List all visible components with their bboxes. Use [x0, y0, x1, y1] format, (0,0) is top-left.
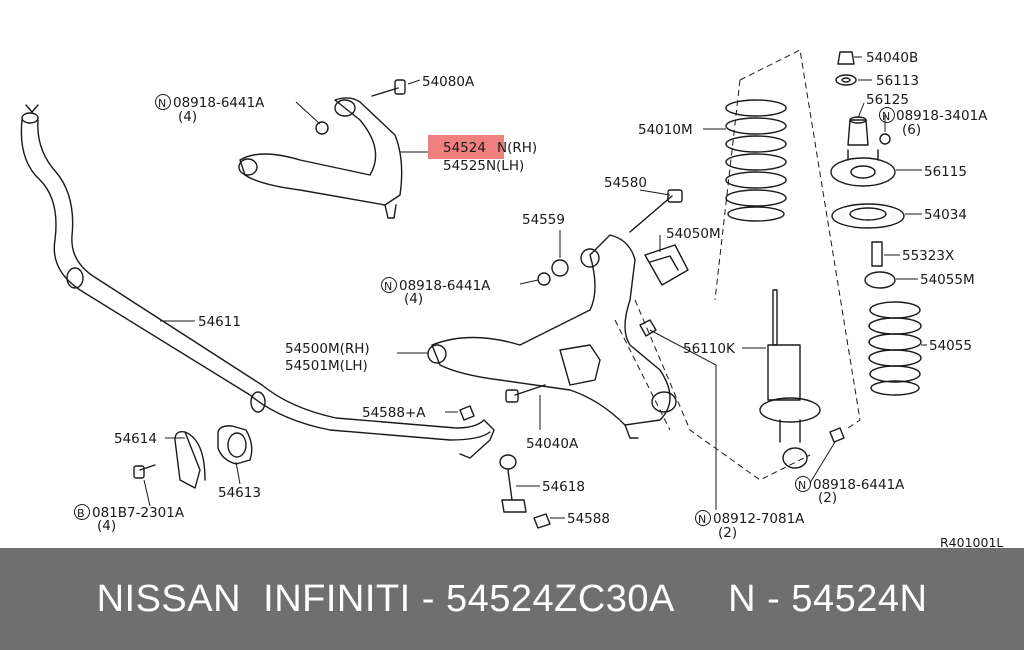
- label-54588A: 54588+A: [362, 405, 426, 421]
- label-08918-6441A-right: 08918-6441A: [813, 477, 905, 493]
- label-qty-4-top: (4): [178, 109, 197, 125]
- label-54040B: 54040B: [866, 50, 918, 66]
- circle-n-2: N: [882, 110, 890, 123]
- label-54611: 54611: [198, 314, 241, 330]
- label-08918-6441A-top: 08918-6441A: [173, 95, 265, 111]
- label-08918-6441A-mid: 08918-6441A: [399, 278, 491, 294]
- circle-markers: N N N B N N: [74, 94, 895, 526]
- circle-n-1: N: [158, 97, 166, 110]
- label-08918-3401A: 08918-3401A: [896, 108, 988, 124]
- fasteners: [133, 133, 891, 529]
- label-qty-6: (6): [902, 122, 921, 138]
- label-54559: 54559: [522, 212, 565, 228]
- strut-mount-stack: [830, 51, 905, 289]
- label-54524-code: 54524: [443, 140, 486, 156]
- label-56110K: 56110K: [683, 341, 736, 357]
- coil-spring: [725, 99, 787, 222]
- stabilizer-bushing-bracket: [174, 425, 253, 489]
- lower-control-arm: [427, 234, 677, 439]
- label-54580: 54580: [604, 175, 647, 191]
- part-caption: NISSAN INFINITI - 54524ZC30A N - 54524N: [96, 578, 928, 620]
- reference-code: R401001L: [940, 535, 1003, 548]
- label-54525N: 54525N(LH): [443, 158, 524, 174]
- label-081B7-2301A: 081B7-2301A: [92, 505, 185, 521]
- label-54055: 54055: [929, 338, 972, 354]
- label-08912-7081A: 08912-7081A: [713, 511, 805, 527]
- circle-n-5: N: [798, 479, 806, 492]
- label-54080A: 54080A: [422, 74, 475, 90]
- label-qty-4-bot: (4): [97, 518, 116, 534]
- caption-bar: NISSAN INFINITI - 54524ZC30A N - 54524N: [0, 548, 1024, 650]
- label-54618: 54618: [542, 479, 585, 495]
- label-56125: 56125: [866, 92, 909, 108]
- label-54613: 54613: [218, 485, 261, 501]
- stabilizer-bar: [20, 104, 495, 459]
- label-54614: 54614: [114, 431, 157, 447]
- label-54050M: 54050M: [666, 226, 721, 242]
- label-54588: 54588: [567, 511, 610, 527]
- stabilizer-link: [499, 454, 527, 513]
- label-qty-4-mid: (4): [404, 291, 423, 307]
- circle-n-4: N: [698, 513, 706, 526]
- label-55323X: 55323X: [902, 248, 954, 264]
- shock-absorber: [759, 289, 821, 469]
- circle-n-3: N: [384, 280, 392, 293]
- circle-b-1: B: [77, 507, 85, 520]
- label-54500M: 54500M(RH): [285, 341, 370, 357]
- leader-lines: [143, 56, 927, 519]
- label-56113: 56113: [876, 73, 919, 89]
- label-54524-suffix: N(RH): [497, 140, 537, 156]
- highlight-54524: [428, 135, 504, 159]
- suspension-parts-diagram: N N N B N N 54040B 56113 56125 08918-340…: [20, 49, 1003, 548]
- label-54010M: 54010M: [638, 122, 693, 138]
- label-54501M: 54501M(LH): [285, 358, 368, 374]
- dust-boot: [868, 301, 922, 396]
- label-qty-2-b: (2): [818, 490, 837, 506]
- upper-control-arm: [238, 79, 406, 219]
- label-56115: 56115: [924, 164, 967, 180]
- label-54055M: 54055M: [920, 272, 975, 288]
- label-54040A: 54040A: [526, 436, 579, 452]
- label-54034: 54034: [924, 207, 967, 223]
- label-qty-2-a: (2): [718, 525, 737, 541]
- part-labels: 54040B 56113 56125 08918-3401A (6) 56115…: [92, 50, 1003, 548]
